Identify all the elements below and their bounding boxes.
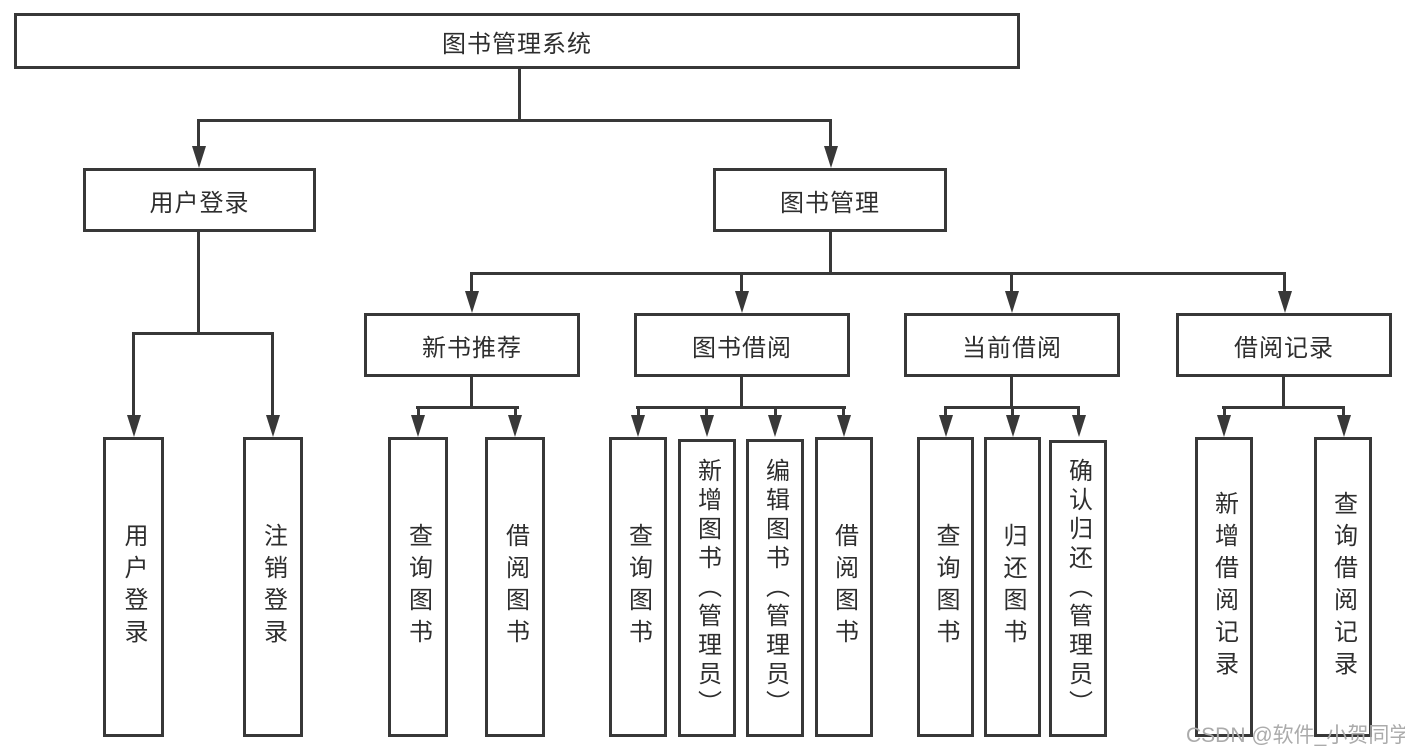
connector-line <box>197 119 832 122</box>
arrow-down-icon <box>1217 415 1231 437</box>
connector-line <box>417 409 420 417</box>
node-library-management-system: 图书管理系统 <box>14 13 1020 69</box>
connector-line <box>705 409 708 417</box>
connector-line <box>829 121 832 148</box>
connector-line <box>740 275 743 293</box>
connector-line <box>271 335 274 415</box>
node-label: 图书管理 <box>780 189 880 217</box>
leaf-user-login: 用户登录 <box>103 437 164 737</box>
connector-line <box>197 121 200 148</box>
node-book-management: 图书管理 <box>713 168 947 232</box>
connector-line <box>514 409 517 417</box>
arrow-down-icon <box>1072 415 1086 437</box>
connector-line <box>740 377 743 407</box>
arrow-down-icon <box>465 291 479 313</box>
connector-line <box>637 409 640 417</box>
arrow-down-icon <box>266 415 280 437</box>
arrow-down-icon <box>1337 415 1351 437</box>
arrow-down-icon <box>411 415 425 437</box>
node-label: 借阅图书 <box>501 523 529 651</box>
node-label: 新书推荐 <box>422 334 522 362</box>
arrow-down-icon <box>1005 291 1019 313</box>
arrow-down-icon <box>192 146 206 168</box>
connector-line <box>416 406 519 409</box>
arrow-down-icon <box>1278 291 1292 313</box>
connector-line <box>132 335 135 415</box>
arrow-down-icon <box>1006 415 1020 437</box>
arrow-down-icon <box>837 415 851 437</box>
node-label: 编辑图书（管理员） <box>761 457 789 719</box>
connector-line <box>1282 377 1285 407</box>
connector-line <box>944 406 1080 409</box>
leaf-query-books-borrowing: 查询图书 <box>609 437 667 737</box>
arrow-down-icon <box>735 291 749 313</box>
node-label: 查询借阅记录 <box>1329 491 1357 683</box>
connector-line <box>1222 406 1345 409</box>
node-label: 用户登录 <box>120 523 147 651</box>
arrow-down-icon <box>631 415 645 437</box>
connector-line <box>1010 275 1013 293</box>
connector-line <box>518 69 521 121</box>
connector-line <box>197 232 200 335</box>
connector-line <box>1010 377 1013 407</box>
connector-line <box>470 272 1286 275</box>
leaf-confirm-return-admin: 确认归还（管理员） <box>1049 440 1107 737</box>
leaf-query-books-recommend: 查询图书 <box>388 437 448 737</box>
arrow-down-icon <box>824 146 838 168</box>
node-label: 当前借阅 <box>962 334 1062 362</box>
leaf-logout: 注销登录 <box>243 437 303 737</box>
connector-line <box>132 332 274 335</box>
connector-line <box>636 406 846 409</box>
arrow-down-icon <box>508 415 522 437</box>
node-label: 图书借阅 <box>692 334 792 362</box>
connector-line <box>1342 409 1345 417</box>
node-label: 新增图书（管理员） <box>693 457 721 719</box>
node-user-login: 用户登录 <box>83 168 316 232</box>
node-label: 图书管理系统 <box>442 30 592 58</box>
node-label: 查询图书 <box>932 523 959 651</box>
arrow-down-icon <box>939 415 953 437</box>
node-label: 确认归还（管理员） <box>1064 458 1092 719</box>
node-borrowing-records: 借阅记录 <box>1176 313 1392 377</box>
leaf-query-borrowing-record: 查询借阅记录 <box>1314 437 1372 737</box>
node-label: 归还图书 <box>999 523 1026 651</box>
connector-line <box>470 377 473 407</box>
arrow-down-icon <box>700 415 714 437</box>
connector-line <box>774 409 777 417</box>
node-book-borrowing: 图书借阅 <box>634 313 850 377</box>
arrow-down-icon <box>127 415 141 437</box>
connector-line <box>829 232 832 275</box>
node-label: 借阅记录 <box>1234 334 1334 362</box>
leaf-add-borrowing-record: 新增借阅记录 <box>1195 437 1253 737</box>
node-label: 用户登录 <box>149 189 250 217</box>
node-new-book-recommendation: 新书推荐 <box>364 313 580 377</box>
leaf-borrow-books-borrowing: 借阅图书 <box>815 437 873 737</box>
leaf-add-book-admin: 新增图书（管理员） <box>678 439 736 737</box>
leaf-borrow-books-recommend: 借阅图书 <box>485 437 545 737</box>
connector-line <box>842 409 845 417</box>
leaf-edit-book-admin: 编辑图书（管理员） <box>746 439 804 737</box>
connector-line <box>1077 409 1080 417</box>
connector-line <box>1223 409 1226 417</box>
arrow-down-icon <box>768 415 782 437</box>
node-label: 查询图书 <box>624 523 652 651</box>
connector-line <box>1011 409 1014 417</box>
connector-line <box>1283 275 1286 293</box>
leaf-query-books-current: 查询图书 <box>917 437 974 737</box>
node-current-borrowing: 当前借阅 <box>904 313 1120 377</box>
leaf-return-book: 归还图书 <box>984 437 1041 737</box>
node-label: 借阅图书 <box>830 523 858 651</box>
node-label: 注销登录 <box>259 523 287 651</box>
node-label: 查询图书 <box>404 523 432 651</box>
connector-line <box>944 409 947 417</box>
watermark: CSDN @软件_小贺同学 <box>1186 724 1405 747</box>
node-label: 新增借阅记录 <box>1210 491 1238 683</box>
connector-line <box>470 275 473 293</box>
